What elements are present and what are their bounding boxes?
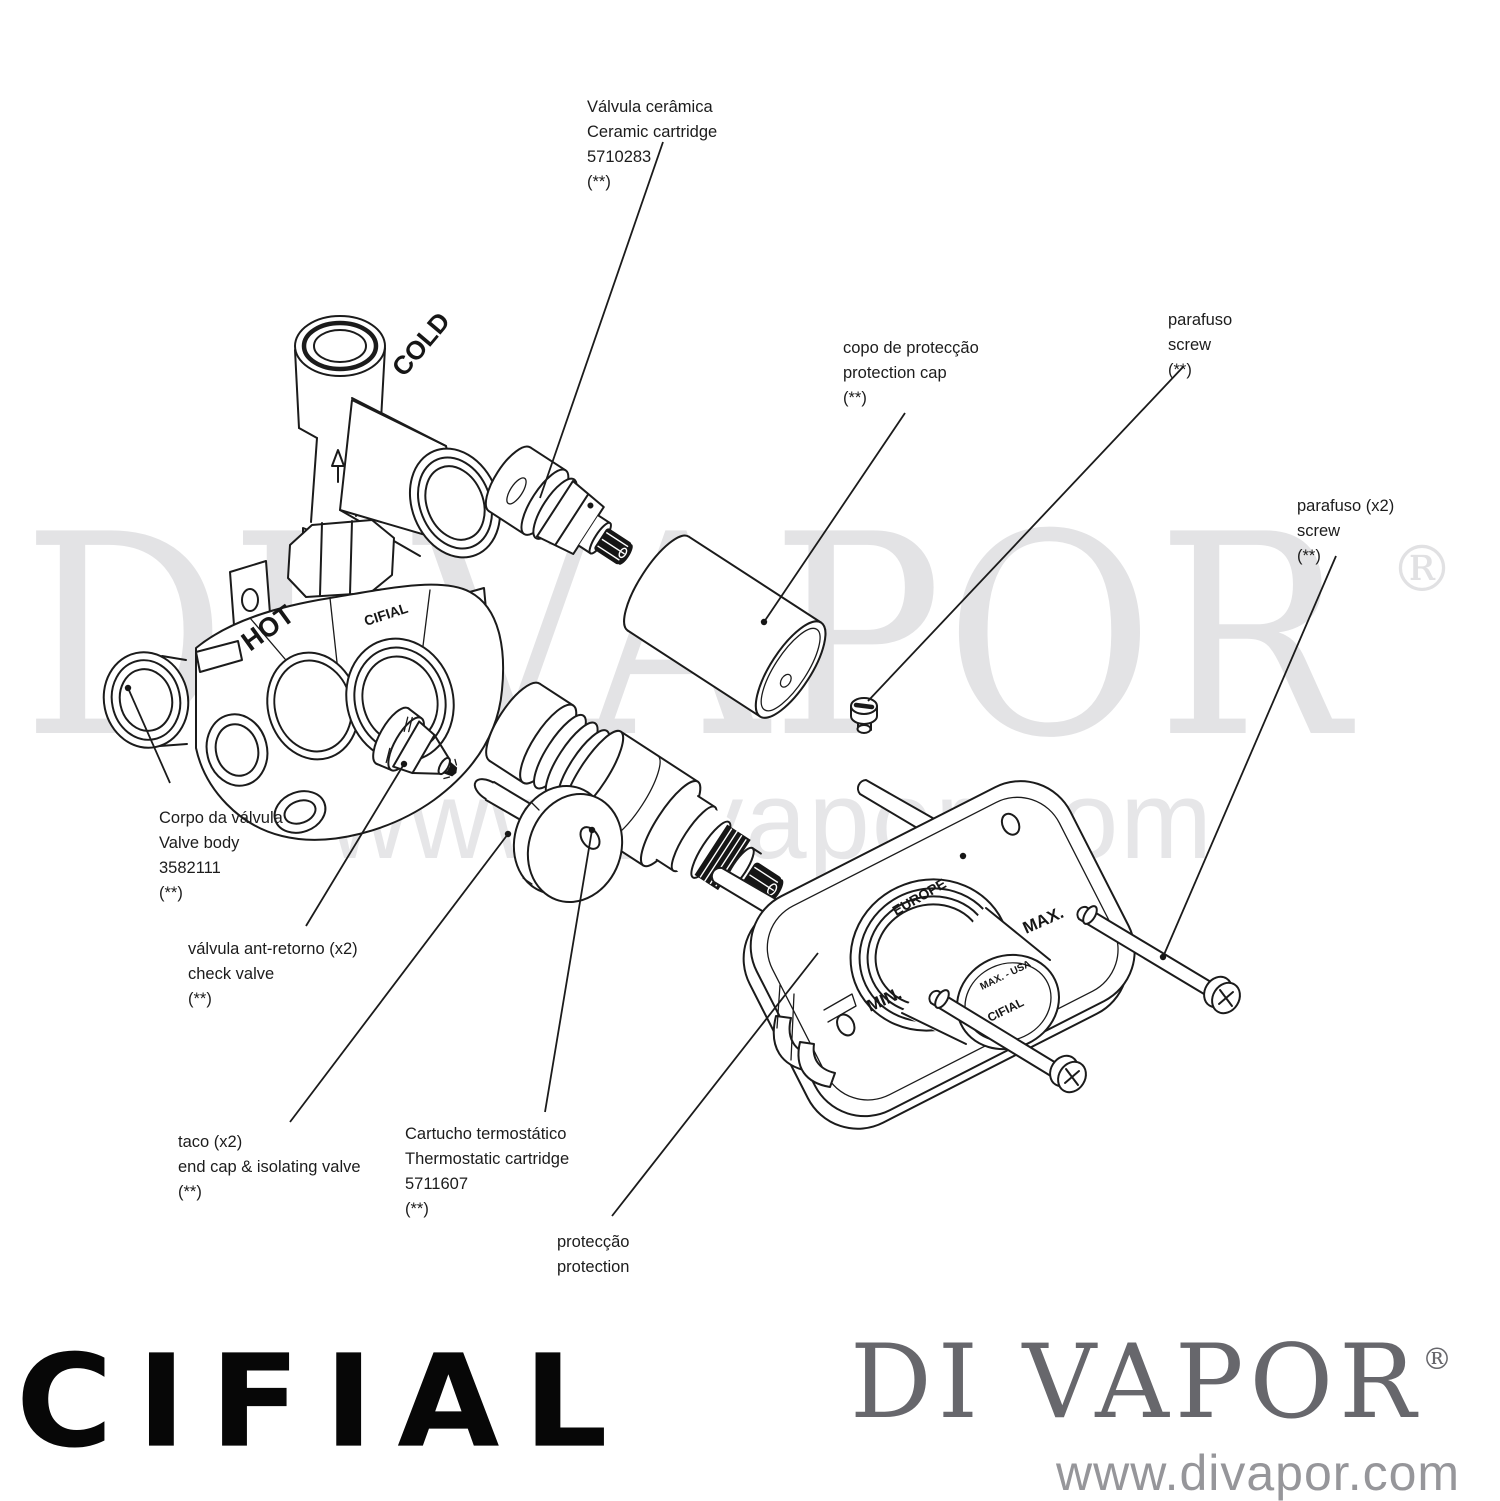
label-line: Cartucho termostático	[405, 1125, 567, 1143]
label-line: copo de protecção	[843, 339, 979, 357]
label-part-number: 3582111	[159, 859, 221, 877]
label-thermostatic-cartridge: Cartucho termostático Thermostatic cartr…	[405, 1122, 569, 1222]
label-line: taco (x2)	[178, 1133, 243, 1151]
label-end-cap: taco (x2) end cap & isolating valve (**)	[178, 1130, 361, 1205]
watermark-registered-icon: ®	[1390, 533, 1454, 607]
protection-plate-drawing: EUROPE MAX. MIN. MAX. - USA CIFIAL	[742, 780, 1136, 1130]
label-line: protection	[557, 1258, 630, 1276]
label-line: check valve	[188, 965, 275, 983]
label-line: Thermostatic cartridge	[405, 1150, 570, 1168]
label-part-number: 5710283	[587, 148, 652, 166]
valve-body-drawing: COLD HOT CIFIAL	[102, 306, 505, 841]
label-line: protecção	[557, 1233, 630, 1251]
protection-cap-drawing	[623, 534, 827, 719]
label-part-number: 5711607	[405, 1175, 469, 1193]
divapor-logo-text: DI VAPOR	[850, 1323, 1422, 1442]
label-line: screw	[1297, 522, 1341, 540]
label-line: (**)	[1168, 361, 1192, 379]
label-line: Valve body	[159, 834, 240, 852]
label-line: (**)	[188, 990, 212, 1008]
label-line: (**)	[178, 1183, 202, 1201]
divapor-logo: DI VAPOR®	[850, 1332, 1452, 1434]
registered-icon: ®	[1421, 1342, 1452, 1377]
leader-valve-body	[127, 687, 171, 784]
ceramic-cartridge-drawing	[484, 445, 633, 565]
label-line: (**)	[587, 173, 611, 191]
label-line: (**)	[1297, 547, 1321, 565]
label-line: parafuso	[1168, 311, 1233, 329]
label-protection-cap: copo de protecção protection cap (**)	[843, 336, 979, 411]
end-cap-drawing	[473, 778, 624, 904]
label-line: (**)	[405, 1200, 429, 1218]
check-valve-drawing	[372, 706, 458, 780]
leader-end-cap	[289, 833, 509, 1123]
label-line: Válvula cerâmica	[587, 98, 713, 116]
label-line: Ceramic cartridge	[587, 123, 718, 141]
leader-protection-cap	[763, 412, 906, 623]
label-line: screw	[1168, 336, 1212, 354]
label-screw-x2: parafuso (x2) screw (**)	[1297, 494, 1394, 569]
small-screw-drawing	[850, 697, 878, 734]
cifial-logo: CIFIAL	[16, 1327, 632, 1477]
label-line: Corpo da válvula	[159, 809, 283, 827]
label-check-valve: válvula ant-retorno (x2) check valve (**…	[188, 937, 358, 1012]
label-line: (**)	[159, 884, 183, 902]
label-line: end cap & isolating valve	[178, 1158, 361, 1176]
label-protection: protecção protection	[557, 1230, 629, 1280]
label-line: válvula ant-retorno (x2)	[188, 940, 358, 958]
leader-screw-single	[867, 366, 1184, 702]
leader-ceramic-cartridge	[539, 141, 664, 499]
leader-lines	[124, 141, 1337, 1217]
label-ceramic-cartridge: Válvula cerâmica Ceramic cartridge 57102…	[587, 95, 717, 195]
long-screw-upper-drawing	[1076, 905, 1241, 1015]
cold-marking: COLD	[386, 306, 456, 382]
leader-check-valve	[305, 763, 405, 927]
label-screw-single: parafuso screw (**)	[1168, 308, 1232, 383]
leader-screw-x2	[1162, 555, 1337, 958]
label-line: protection cap	[843, 364, 947, 382]
label-line: parafuso (x2)	[1297, 497, 1395, 515]
leader-protection	[611, 952, 819, 1217]
label-valve-body: Corpo da válvula Valve body 3582111 (**)	[159, 806, 283, 906]
label-line: (**)	[843, 389, 867, 407]
long-screw-lower-drawing	[928, 989, 1087, 1094]
leader-thermostatic-cartridge	[544, 829, 593, 1113]
divapor-url: www.divapor.com	[1056, 1445, 1461, 1501]
